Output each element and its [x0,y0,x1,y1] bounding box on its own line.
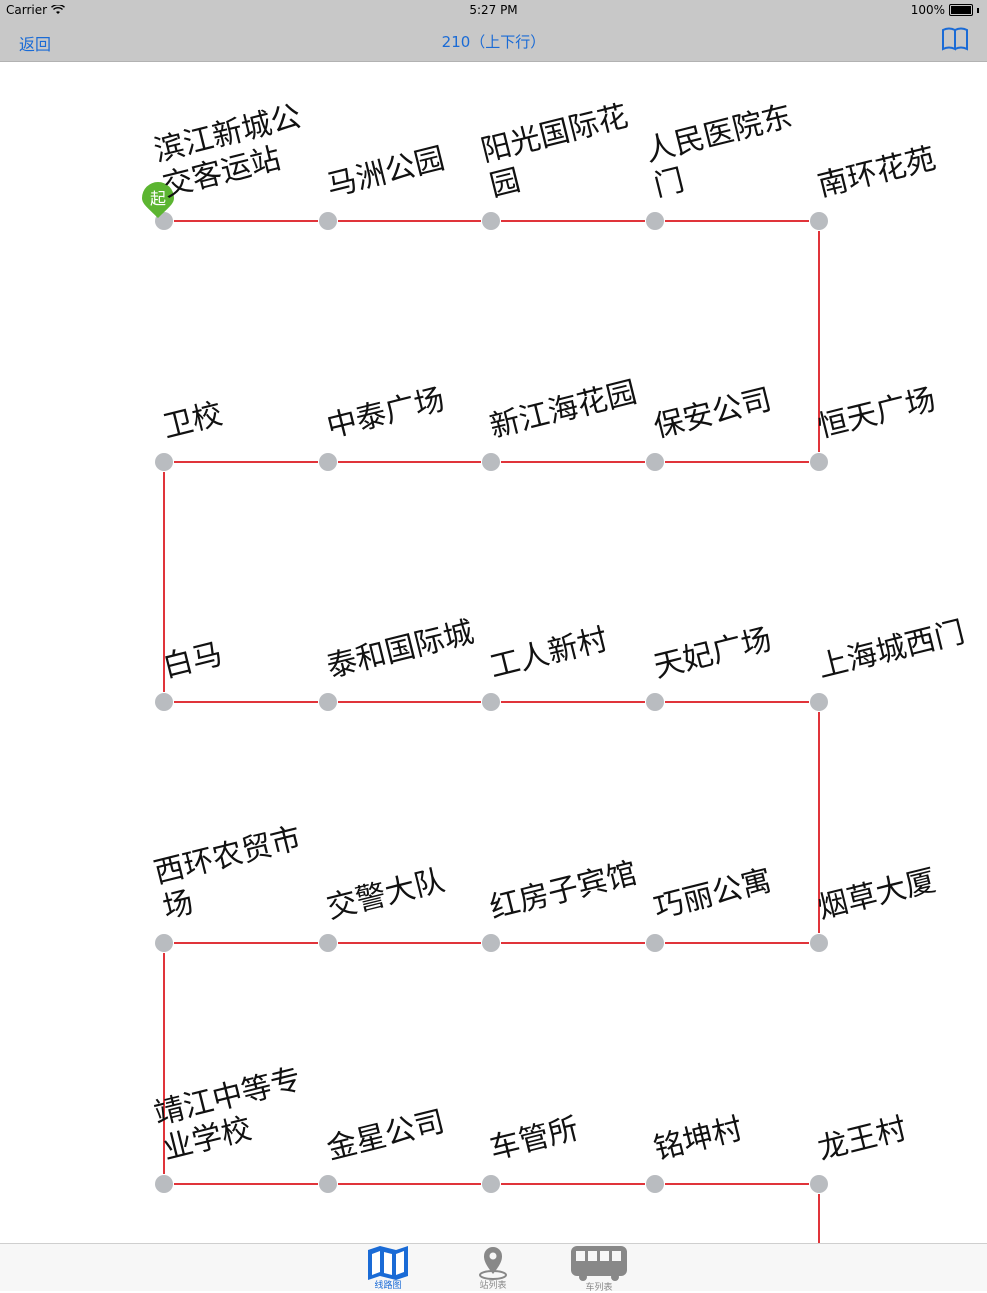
stop-dot[interactable] [319,693,337,711]
stop-dot[interactable] [319,212,337,230]
bus-icon [571,1246,627,1281]
route-map: 起 [142,182,828,1243]
nav-bar: 返回 210（上下行） [0,20,987,62]
stop-dot[interactable] [810,693,828,711]
tab-bar: 线路图 站列表 车列表 [0,1243,987,1293]
stop-dot[interactable] [810,934,828,952]
stop-dot[interactable] [482,934,500,952]
stop-dot[interactable] [646,934,664,952]
stop-dot[interactable] [810,212,828,230]
stop-dot[interactable] [482,693,500,711]
wifi-icon [51,5,66,14]
stop-dot[interactable] [155,693,173,711]
stop-dot[interactable] [646,1175,664,1193]
stop-dot[interactable] [155,453,173,471]
book-icon[interactable] [941,26,969,52]
stop-dot[interactable] [810,453,828,471]
back-button[interactable]: 返回 [19,35,52,54]
carrier: Carrier [6,3,66,17]
tab-bus-list[interactable]: 车列表 [566,1244,632,1293]
stop-dot[interactable] [319,934,337,952]
page-title: 210（上下行） [441,33,546,51]
tab-route-map[interactable]: 线路图 [358,1244,418,1291]
stop-dot[interactable] [810,1175,828,1193]
tab-stop-list[interactable]: 站列表 [463,1244,523,1291]
stop-dot[interactable] [319,453,337,471]
stop-dot[interactable] [482,212,500,230]
map-icon [368,1246,408,1280]
start-marker-text: 起 [150,189,166,208]
stop-dot[interactable] [482,1175,500,1193]
battery-icon [949,4,973,16]
location-pin-icon [479,1247,507,1280]
stop-dot[interactable] [646,212,664,230]
stop-dot[interactable] [646,453,664,471]
stop-dot[interactable] [155,934,173,952]
battery-status: 100% [911,3,979,17]
stop-dot[interactable] [319,1175,337,1193]
status-bar: Carrier 5:27 PM 100% [0,0,987,20]
stop-dot[interactable] [646,693,664,711]
start-marker: 起 [142,182,174,218]
stop-dot[interactable] [155,1175,173,1193]
status-time: 5:27 PM [469,3,518,17]
stop-dot[interactable] [482,453,500,471]
battery-percent: 100% [910,3,945,17]
